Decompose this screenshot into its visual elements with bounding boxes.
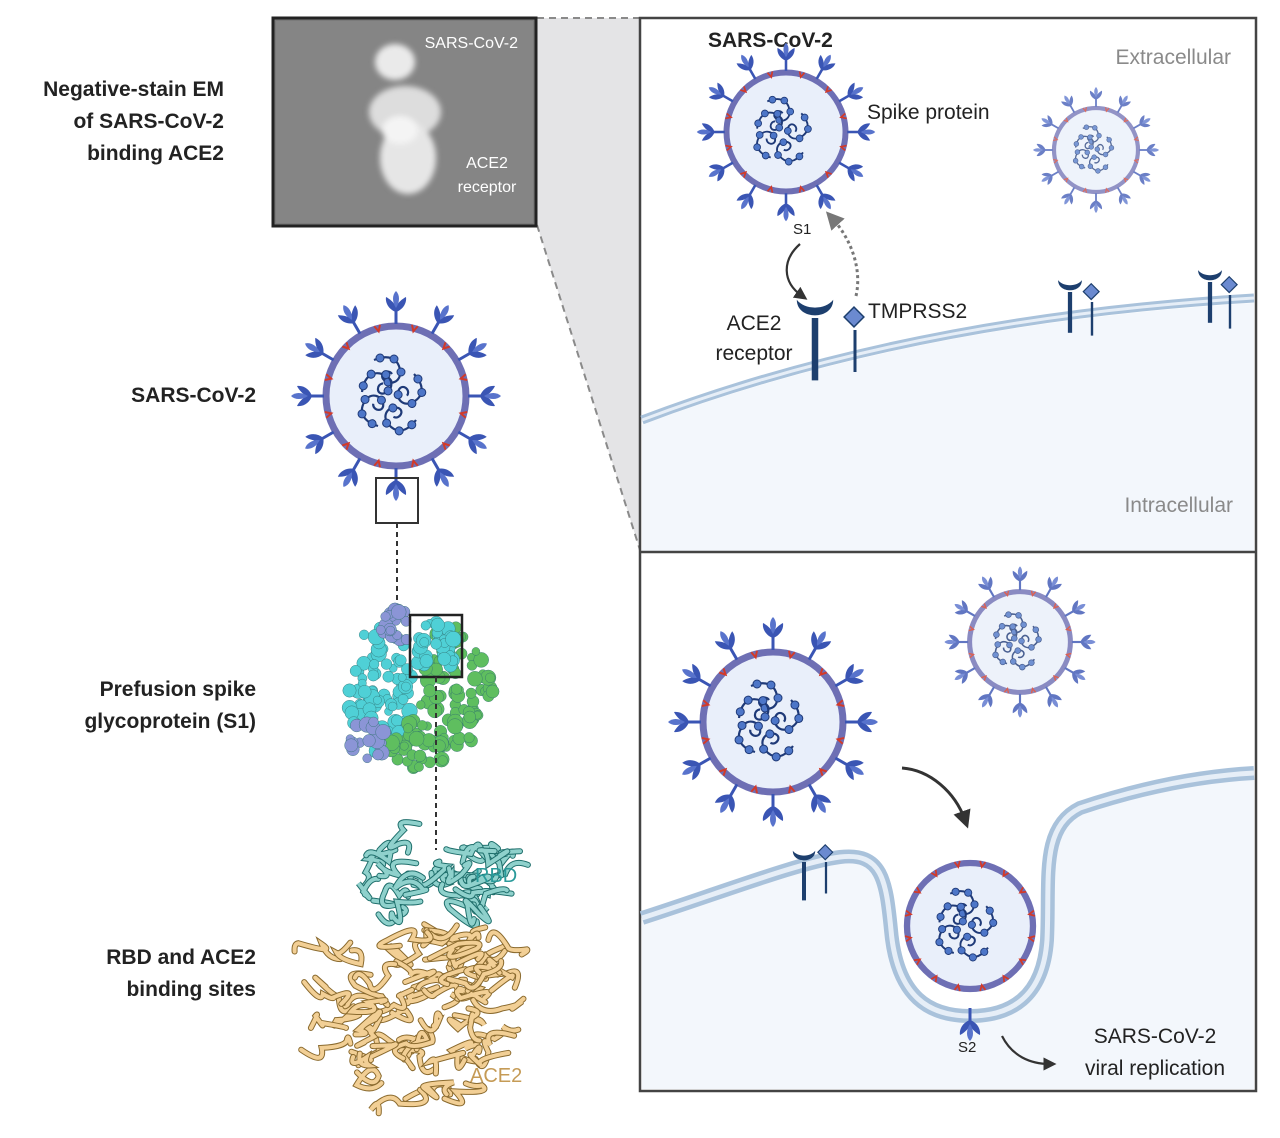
bottom-cell-interior [642, 775, 1254, 1089]
s2-label: S2 [958, 1039, 976, 1056]
left-virus-illustration [289, 289, 503, 503]
replication-arrow [1001, 1035, 1057, 1071]
tmprss2-label: TMPRSS2 [868, 300, 967, 323]
zoom-wedge [537, 18, 640, 550]
em-title-line-2: of SARS-CoV-2 [73, 110, 224, 133]
spike-protein-icon [289, 384, 326, 408]
spike-protein-label: Spike protein [867, 101, 990, 124]
extracellular-label: Extracellular [1115, 46, 1231, 69]
em-label-ace2-line-1: ACE2 [466, 155, 508, 172]
ace2-structure-label: ACE2 [470, 1065, 522, 1087]
spike-protein-icon [466, 384, 503, 408]
em-title-line-1: Negative-stain EM [43, 78, 224, 101]
em-title-line-3: binding ACE2 [87, 142, 224, 165]
s1-label: S1 [793, 221, 811, 238]
endocytosed-virus [905, 861, 1035, 991]
rbd-ace2-structure: RBD ACE2 [291, 819, 531, 1117]
s1-release-arrow [825, 211, 860, 297]
ace2-receptor-label-line-2: receptor [715, 342, 792, 365]
ace2-receptor-label-line-1: ACE2 [727, 312, 782, 335]
left-label-spike: Prefusion spike glycoprotein (S1) [84, 678, 256, 733]
em-image: SARS-CoV-2 ACE2 receptor [271, 16, 538, 228]
spike-protein-icon [384, 466, 408, 503]
spike-protein-icon [384, 289, 408, 326]
em-label-sars: SARS-CoV-2 [425, 35, 518, 52]
em-label-ace2-line-2: receptor [458, 179, 517, 196]
rbd-label-line-1: RBD and ACE2 [106, 946, 256, 969]
top-panel: Extracellular Intracellular SARS-CoV-2 S… [640, 29, 1255, 551]
prefusion-spike-structure [341, 602, 500, 850]
top-virus-title: SARS-CoV-2 [708, 29, 833, 52]
intracellular-label: Intracellular [1124, 494, 1233, 517]
left-label-rbd-ace2: RBD and ACE2 binding sites [106, 946, 256, 1001]
rbd-label: RBD [475, 865, 517, 887]
left-label-virus: SARS-CoV-2 [131, 384, 256, 407]
bottom-panel: S2 SARS-CoV-2 viral replication [639, 565, 1255, 1089]
spike-label-line-2: glycoprotein (S1) [84, 710, 256, 733]
left-label-em: Negative-stain EM of SARS-CoV-2 binding … [43, 78, 224, 165]
replication-label-line-1: SARS-CoV-2 [1094, 1025, 1217, 1048]
zoom-line-bottom [536, 224, 641, 551]
s1-binding-arrow [785, 243, 808, 300]
top-cell-interior [642, 303, 1254, 551]
endocytosis-arrow [901, 766, 971, 829]
rbd-label-line-2: binding sites [126, 978, 256, 1001]
spike-label-line-1: Prefusion spike [100, 678, 256, 701]
replication-label-line-2: viral replication [1085, 1057, 1225, 1080]
